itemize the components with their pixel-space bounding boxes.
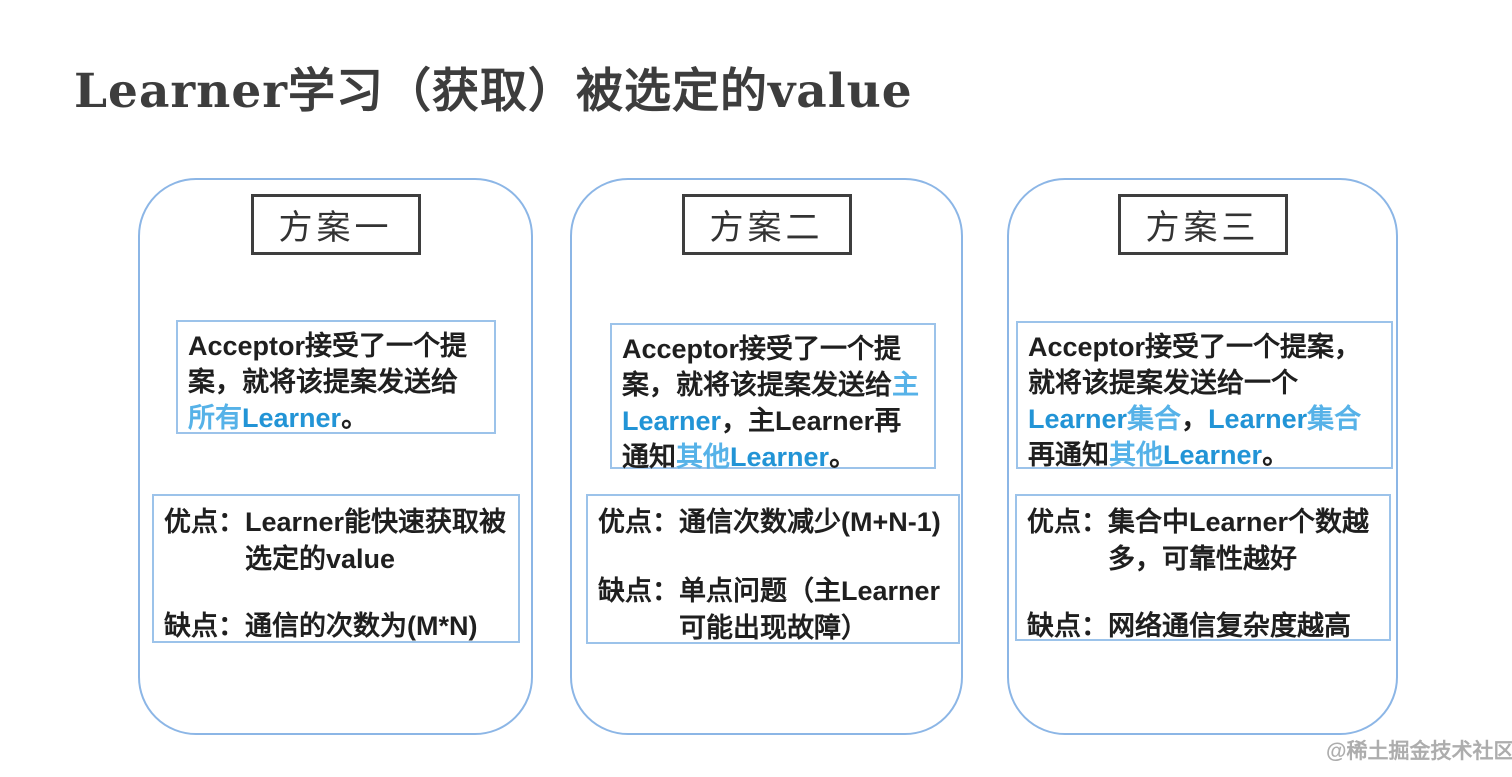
panel-scheme-1: 方案一 Acceptor接受了一个提案，就将该提案发送给所有Learner。 优… <box>138 178 533 735</box>
description-segment: Learner <box>242 403 342 433</box>
scheme-2-pros-row: 优点： 通信次数减少(M+N-1) <box>598 504 950 541</box>
scheme-2-pros-cons-box: 优点： 通信次数减少(M+N-1) 缺点： 单点问题（主Learner可能出现故… <box>586 494 960 644</box>
scheme-2-header-label: 方案二 <box>709 210 824 247</box>
description-segment: 。 <box>1262 440 1290 470</box>
scheme-1-pros-row: 优点： Learner能快速获取被选定的value <box>164 504 510 578</box>
description-segment: ， <box>1181 404 1209 434</box>
scheme-3-pros-row: 优点： 集合中Learner个数越多，可靠性越好 <box>1027 504 1381 578</box>
description-segment: 其他 <box>1109 440 1163 470</box>
scheme-3-cons-row: 缺点： 网络通信复杂度越高 <box>1027 608 1381 645</box>
pros-text: 集合中Learner个数越多，可靠性越好 <box>1108 507 1370 574</box>
scheme-1-pros-cons-box: 优点： Learner能快速获取被选定的value 缺点： 通信的次数为(M*N… <box>152 494 520 643</box>
pros-label: 优点： <box>1027 507 1108 537</box>
description-segment: Learner <box>622 406 722 436</box>
scheme-1-description-box: Acceptor接受了一个提案，就将该提案发送给所有Learner。 <box>176 320 496 434</box>
pros-text: 通信次数减少(M+N-1) <box>679 507 941 537</box>
description-segment: Acceptor接受了一个提案，就将该提案发送给一个 <box>1028 332 1362 398</box>
scheme-2-cons-row: 缺点： 单点问题（主Learner可能出现故障） <box>598 573 950 647</box>
cons-text: 通信的次数为(M*N) <box>245 611 478 641</box>
description-segment: 主 <box>892 370 919 400</box>
pros-label: 优点： <box>598 507 679 537</box>
cons-label: 缺点： <box>1027 611 1108 641</box>
cons-text: 网络通信复杂度越高 <box>1108 611 1351 641</box>
watermark: @稀土掘金技术社区 <box>1326 740 1512 763</box>
scheme-3-header-box: 方案三 <box>1117 194 1288 255</box>
scheme-1-header-box: 方案一 <box>250 194 421 255</box>
pros-text: Learner能快速获取被选定的value <box>245 507 507 574</box>
description-segment: Acceptor接受了一个提案，就将该提案发送给 <box>622 334 902 400</box>
description-segment: 。 <box>829 442 857 472</box>
cons-label: 缺点： <box>598 576 679 606</box>
description-segment: Learner <box>1028 404 1128 434</box>
scheme-3-description-box: Acceptor接受了一个提案，就将该提案发送给一个Learner集合，Lear… <box>1016 321 1393 470</box>
scheme-3-header-label: 方案三 <box>1145 210 1260 247</box>
description-segment: 所有 <box>188 403 242 433</box>
description-segment: Learner <box>730 442 830 472</box>
cons-text: 单点问题（主Learner可能出现故障） <box>679 576 941 643</box>
pros-label: 优点： <box>164 507 245 537</box>
scheme-2-header-box: 方案二 <box>681 194 852 255</box>
scheme-1-cons-row: 缺点： 通信的次数为(M*N) <box>164 608 510 645</box>
scheme-2-description-box: Acceptor接受了一个提案，就将该提案发送给主 Learner，主Learne… <box>610 323 936 472</box>
description-segment: Learner <box>1208 404 1308 434</box>
scheme-3-pros-cons-box: 优点： 集合中Learner个数越多，可靠性越好 缺点： 网络通信复杂度越高 <box>1015 494 1391 641</box>
description-segment: 。 <box>341 403 369 433</box>
description-segment: 再通知 <box>1028 440 1109 470</box>
description-segment: 集合 <box>1307 404 1362 434</box>
cons-label: 缺点： <box>164 611 245 641</box>
description-segment: 集合 <box>1127 404 1182 434</box>
slide-title: Learner学习（获取）被选定的value <box>74 64 913 119</box>
description-segment: 其他 <box>676 442 730 472</box>
panel-scheme-3: 方案三 Acceptor接受了一个提案，就将该提案发送给一个Learner集合，… <box>1007 178 1398 735</box>
description-segment: ，主Learner再通知 <box>622 406 902 472</box>
description-segment: Acceptor接受了一个提案，就将该提案发送给 <box>188 331 468 397</box>
panel-scheme-2: 方案二 Acceptor接受了一个提案，就将该提案发送给主 Learner，主Le… <box>570 178 963 735</box>
description-segment: Learner <box>1163 440 1263 470</box>
scheme-1-header-label: 方案一 <box>278 210 393 247</box>
